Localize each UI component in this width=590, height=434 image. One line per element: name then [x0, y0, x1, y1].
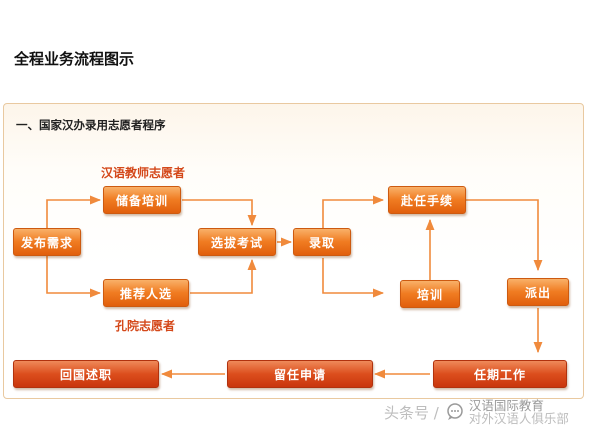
- arrow-reserve-to-exam: [182, 199, 257, 227]
- panel-heading: 一、国家汉办录用志愿者程序: [16, 118, 166, 132]
- arrow-publish-to-recommend: [46, 256, 102, 298]
- page-title: 全程业务流程图示: [14, 50, 135, 68]
- arrow-publish-to-reserve: [46, 195, 102, 228]
- watermark-suffix: 对外汉语人俱乐部: [468, 411, 569, 426]
- step-reserve-training: 储备培训: [103, 186, 181, 214]
- institute-volunteer-label: 孔院志愿者: [115, 319, 176, 333]
- arrow-recommend-to-exam: [190, 258, 257, 294]
- step-publish-demand: 发布需求: [13, 228, 81, 256]
- arrow-admission-to-procedures: [322, 195, 385, 228]
- watermark: 头条号 / 汉语国际教育 对外汉语人俱乐部: [384, 399, 569, 425]
- watermark-prefix: 头条号 /: [384, 403, 439, 422]
- teacher-volunteer-label: 汉语教师志愿者: [101, 166, 186, 180]
- step-return-report: 回国述职: [13, 360, 159, 388]
- step-admission: 录取: [293, 228, 351, 256]
- step-training: 培训: [400, 280, 460, 308]
- step-dispatch: 派出: [507, 278, 569, 306]
- step-term-work: 任期工作: [433, 360, 567, 388]
- watermark-brand: 汉语国际教育: [468, 398, 544, 413]
- arrow-admission-to-training: [322, 258, 385, 298]
- arrow-procedures-to-dispatch: [466, 199, 543, 272]
- step-selection-exam: 选拔考试: [198, 228, 276, 256]
- step-recommend-candidates: 推荐人选: [103, 279, 189, 307]
- step-departure-procedures: 赴任手续: [388, 186, 466, 214]
- step-renewal-application: 留任申请: [227, 360, 373, 388]
- chat-bubble-icon: [447, 403, 463, 420]
